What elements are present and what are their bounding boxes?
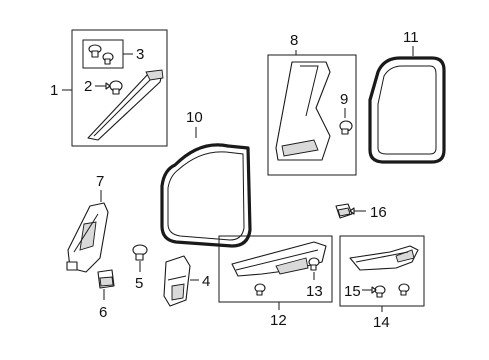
a-pillar-trim [87, 69, 164, 141]
front-sill-trim [231, 241, 327, 277]
callout-2: 2 [84, 78, 92, 95]
b-pillar-upper-trim [275, 61, 331, 161]
fastener-box-3 [82, 39, 124, 69]
screw-icon [88, 44, 102, 58]
group-box-12 [218, 235, 333, 303]
callout-11: 11 [403, 29, 419, 46]
rear-door-weatherstrip [368, 56, 446, 164]
clip-part-5 [132, 244, 148, 261]
callout-7: 7 [96, 173, 104, 190]
callout-1: 1 [50, 82, 58, 99]
group-box-1 [71, 29, 168, 147]
clip-part-16 [335, 203, 353, 219]
callout-14: 14 [373, 314, 390, 331]
group-box-8 [267, 54, 357, 176]
clip-part-9 [339, 120, 353, 135]
callout-5: 5 [135, 275, 143, 292]
b-pillar-lower-trim [66, 202, 109, 273]
callout-15: 15 [344, 283, 361, 300]
callout-16: 16 [370, 204, 387, 221]
callout-6: 6 [99, 304, 107, 321]
bracket-part-4 [163, 255, 191, 307]
clip-part-6 [97, 269, 115, 289]
screw-icon-2 [102, 52, 114, 65]
callout-10: 10 [186, 109, 203, 126]
callout-13: 13 [306, 283, 323, 300]
clip-part-15 [374, 285, 386, 298]
rear-sill-trim [349, 245, 419, 271]
clip-icon-14a [398, 283, 410, 296]
front-door-weatherstrip [160, 143, 252, 248]
clip-part-13 [308, 257, 320, 271]
callout-8: 8 [290, 32, 298, 49]
clip-icon [109, 80, 123, 95]
callout-3: 3 [136, 46, 144, 63]
callout-12: 12 [270, 312, 287, 329]
callout-9: 9 [340, 91, 348, 108]
callout-4: 4 [202, 273, 210, 290]
clip-icon-12a [254, 283, 266, 296]
